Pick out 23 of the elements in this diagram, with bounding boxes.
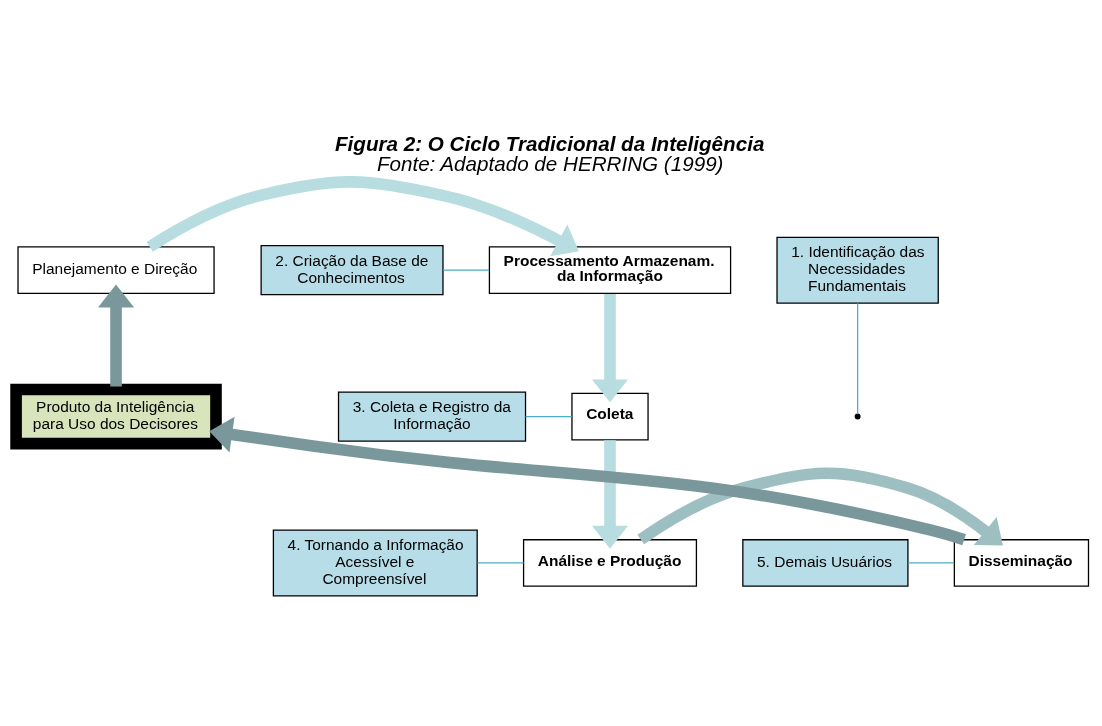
connector — [524, 415, 573, 418]
arrow — [209, 416, 966, 546]
arrow — [591, 293, 629, 403]
connector — [442, 269, 490, 271]
arrow — [637, 467, 1004, 546]
arrow — [591, 440, 629, 549]
node-box: Disseminação — [953, 539, 1090, 587]
node-box: Coleta — [571, 392, 649, 441]
node-box: 4. Tornando a Informação Acessível e Compreensível — [272, 529, 478, 597]
node-box: Análise e Produção — [522, 539, 698, 587]
connector — [907, 562, 955, 564]
node-box: Planejamento e Direção — [17, 246, 215, 295]
node-box: Produto da Inteligência para Uso dos Decisores — [10, 383, 222, 450]
node-box: Processamento Armazenam. da Informação — [488, 246, 732, 295]
connector — [857, 302, 859, 415]
node-box: 5. Demais Usuários — [742, 539, 909, 587]
connector — [476, 562, 525, 564]
node-box: 2. Criação da Base de Conhecimentos — [260, 245, 444, 296]
arrow — [98, 284, 135, 387]
node-box: 1. Identificação das Necessidades Fundamentais — [776, 236, 939, 304]
arrow — [146, 176, 579, 257]
diagram-title: Figura 2: O Ciclo Tradicional da Inteligência — [334, 131, 765, 155]
node-box: 3. Coleta e Registro da Informação — [337, 391, 527, 442]
